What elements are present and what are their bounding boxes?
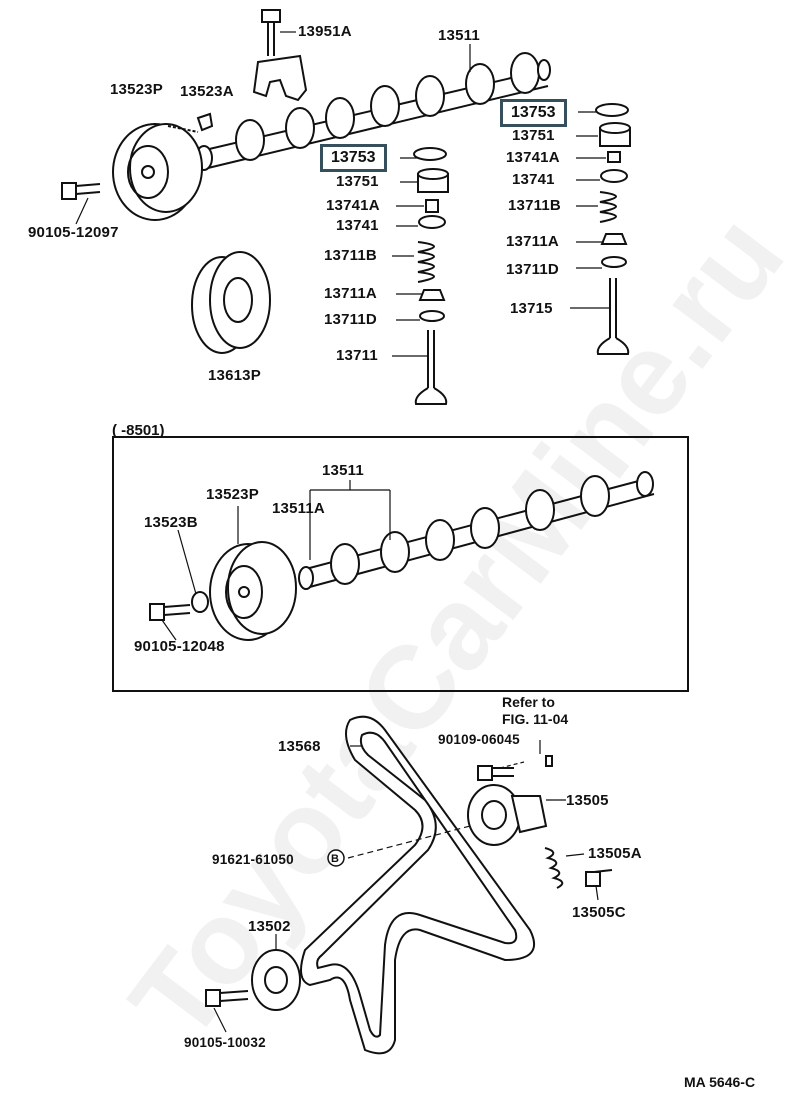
bolt-90105-12097-drawing <box>61 182 101 200</box>
bolt-90109-06045-drawing <box>477 755 553 781</box>
spring-13505A-drawing <box>544 847 564 889</box>
label-13505A: 13505A <box>588 845 642 862</box>
refer-note-line1: Refer to <box>502 694 555 710</box>
washer-13523B-drawing <box>191 591 209 613</box>
label-13711A-left: 13711A <box>324 285 377 302</box>
idler-13502-drawing <box>251 949 301 1011</box>
cam-pulley-frame-drawing <box>209 541 297 641</box>
label-13711B-right: 13711B <box>508 197 561 214</box>
cam-pulley-top-drawing <box>112 123 203 221</box>
frame-title: ( -8501) <box>112 422 165 439</box>
label-90105-12097: 90105-12097 <box>28 224 119 241</box>
label-13711D-right: 13711D <box>506 261 559 278</box>
label-13715: 13715 <box>510 300 553 317</box>
camshaft-frame-drawing <box>298 471 655 590</box>
knock-pin-13523A-drawing <box>196 112 214 132</box>
label-13502: 13502 <box>248 918 291 935</box>
circle-b-outline <box>327 849 345 867</box>
label-13505: 13505 <box>566 792 609 809</box>
leader-lines-top <box>75 31 610 357</box>
timing-belt-13568-drawing <box>300 715 536 1055</box>
label-13711A-right: 13711A <box>506 233 559 250</box>
label-13751-left: 13751 <box>336 173 379 190</box>
circle-b-letter: B <box>331 853 340 865</box>
leader-lines-frame <box>161 480 391 641</box>
label-13751-right: 13751 <box>512 127 555 144</box>
label-13711: 13711 <box>336 347 378 364</box>
valve-stack-left-drawing <box>413 147 449 405</box>
label-90109-06045: 90109-06045 <box>438 732 520 747</box>
refer-note-line2: FIG. 11-04 <box>502 711 569 727</box>
bolt-13505C-drawing <box>585 869 613 887</box>
label-13511A: 13511A <box>272 500 325 517</box>
leader-lines-bottom <box>213 740 599 1033</box>
label-13523P-top: 13523P <box>110 81 163 98</box>
label-13568: 13568 <box>278 738 321 755</box>
label-13523P-frame: 13523P <box>206 486 259 503</box>
camshaft-top-drawing <box>195 52 551 171</box>
label-13523A: 13523A <box>180 83 234 100</box>
bolt-90105-10032-drawing <box>205 989 249 1007</box>
label-13613P: 13613P <box>208 367 261 384</box>
label-13511-frame: 13511 <box>322 462 364 479</box>
label-13741A-left: 13741A <box>326 197 380 214</box>
label-13741-left: 13741 <box>336 217 379 234</box>
label-13711B-left: 13711B <box>324 247 377 264</box>
label-13511-top: 13511 <box>438 27 480 44</box>
pulley-13613P-drawing <box>191 251 271 354</box>
bolt-90105-12048-drawing <box>149 603 191 621</box>
label-13741A-right: 13741A <box>506 149 560 166</box>
label-13951A: 13951A <box>298 23 352 40</box>
label-13711D-left: 13711D <box>324 311 377 328</box>
label-13741-right: 13741 <box>512 171 555 188</box>
label-13753-right-highlighted: 13753 <box>500 99 567 127</box>
document-id: MA 5646-C <box>684 1074 756 1090</box>
frame-8501 <box>112 436 689 692</box>
label-90105-12048: 90105-12048 <box>134 638 225 655</box>
label-13523B: 13523B <box>144 514 198 531</box>
tensioner-13505-drawing <box>467 784 548 846</box>
valve-stack-right-drawing <box>595 103 631 355</box>
bearing-cap-drawing <box>252 9 308 102</box>
label-90105-10032: 90105-10032 <box>184 1035 266 1050</box>
label-13753-left-highlighted: 13753 <box>320 144 387 172</box>
label-13505C: 13505C <box>572 904 626 921</box>
label-91621-61050: 91621-61050 <box>212 852 294 867</box>
